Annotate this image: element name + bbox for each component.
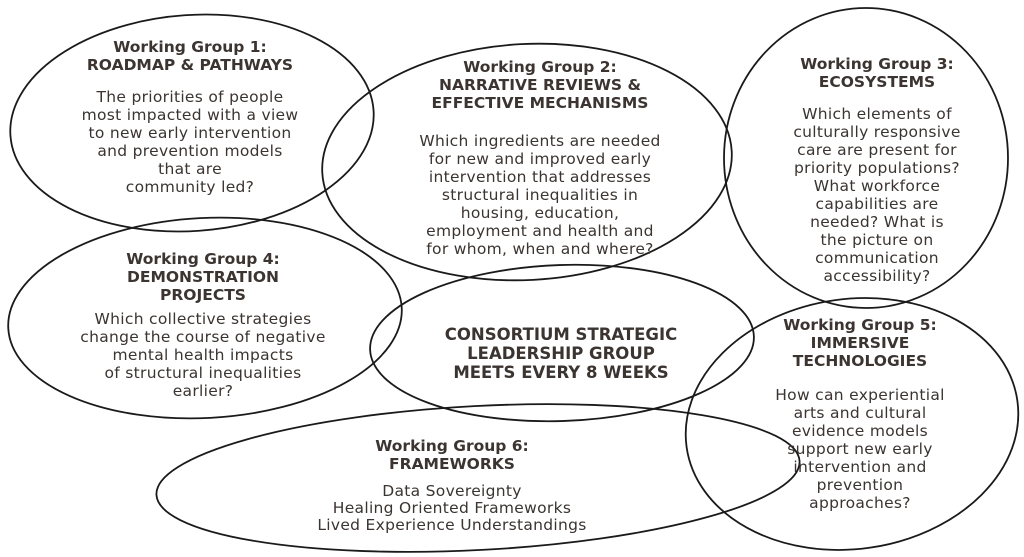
wg3-body-line: culturally responsive	[793, 123, 961, 141]
wg5-body-line: intervention and	[793, 458, 927, 476]
wg2-body-line: Which ingredients are needed	[419, 132, 661, 150]
wg6-subtitle: FRAMEWORKS	[389, 455, 515, 473]
consortium-group: CONSORTIUM STRATEGIC LEADERSHIP GROUP ME…	[445, 325, 677, 382]
wg1-body: The priorities of people most impacted w…	[82, 88, 299, 196]
consortium-line: LEADERSHIP GROUP	[467, 344, 655, 363]
wg5-body-line: approaches?	[809, 494, 911, 512]
wg5-body-line: arts and cultural	[793, 404, 927, 422]
wg2-body-line: housing, education,	[460, 204, 620, 222]
ellipse-wg2	[321, 42, 733, 282]
ellipse-wg5	[684, 297, 1020, 551]
wg5-body-line: prevention	[816, 476, 904, 494]
ellipse-wg3	[723, 7, 1009, 309]
wg2-body-line: employment and health and	[426, 222, 654, 240]
wg1-body-line: that are	[158, 160, 222, 178]
ellipse-consortium	[369, 263, 755, 423]
wg4-body-line: earlier?	[172, 382, 234, 400]
ellipse-wg4	[7, 216, 403, 420]
wg3-title: Working Group 3:	[800, 55, 954, 73]
wg4-body-line: mental health impacts	[112, 346, 294, 364]
working-group-3: Working Group 3: ECOSYSTEMS Which elemen…	[793, 55, 960, 285]
wg1-body-line: community led?	[125, 178, 255, 196]
wg5-body-line: How can experiential	[775, 386, 945, 404]
wg1-body-line: The priorities of people	[96, 88, 284, 106]
wg3-body-line: capabilities are	[815, 195, 939, 213]
working-group-6: Working Group 6: FRAMEWORKS Data Soverei…	[317, 437, 586, 534]
wg3-subtitle: ECOSYSTEMS	[818, 73, 936, 91]
working-group-4: Working Group 4: DEMONSTRATION PROJECTS …	[80, 250, 325, 400]
wg3-body-line: the picture on	[820, 231, 934, 249]
wg2-subtitle: NARRATIVE REVIEWS &	[438, 76, 641, 94]
wg4-subtitle: DEMONSTRATION	[127, 268, 279, 286]
wg1-subtitle: ROADMAP & PATHWAYS	[86, 56, 294, 74]
wg3-body-line: priority populations?	[794, 159, 960, 177]
wg5-title: Working Group 5:	[783, 316, 937, 334]
consortium-line: CONSORTIUM STRATEGIC	[444, 325, 678, 344]
wg3-body-line: care are present for	[797, 141, 957, 159]
wg3-body-line: accessibility?	[823, 267, 931, 285]
wg5-body: How can experiential arts and cultural e…	[775, 386, 945, 512]
wg4-body: Which collective strategies change the c…	[80, 310, 325, 400]
wg5-subtitle: TECHNOLOGIES	[792, 352, 928, 370]
wg1-body-line: to new early intervention	[88, 124, 292, 142]
wg6-body: Data Sovereignty Healing Oriented Framew…	[317, 483, 586, 534]
wg2-body-line: intervention that addresses	[428, 168, 652, 186]
consortium-line: MEETS EVERY 8 WEEKS	[453, 363, 669, 382]
working-group-1: Working Group 1: ROADMAP & PATHWAYS The …	[82, 38, 299, 196]
wg3-body-line: needed? What is	[810, 213, 944, 231]
wg3-body-line: Which elements of	[802, 105, 952, 123]
wg4-subtitle: PROJECTS	[160, 286, 246, 304]
wg3-body-line: communication	[815, 249, 939, 267]
wg6-body-line: Healing Oriented Frameworks	[332, 499, 572, 517]
wg3-body-line: What workforce	[813, 177, 941, 195]
wg2-body-line: for whom, when and where?	[426, 240, 654, 258]
wg2-subtitle: EFFECTIVE MECHANISMS	[431, 94, 649, 112]
wg4-body-line: change the course of negative	[80, 328, 326, 346]
wg6-title: Working Group 6:	[375, 437, 529, 455]
ellipse-wg1	[9, 13, 375, 233]
wg6-body-line: Lived Experience Understandings	[317, 516, 587, 534]
wg4-title: Working Group 4:	[126, 250, 280, 268]
wg2-body: Which ingredients are needed for new and…	[419, 132, 660, 258]
wg2-body-line: for new and improved early	[428, 150, 652, 168]
wg4-body-line: of structural inequalities	[104, 364, 302, 382]
wg5-body-line: support new early	[787, 440, 933, 458]
wg1-body-line: and prevention models	[97, 142, 283, 160]
wg1-body-line: most impacted with a view	[81, 106, 299, 124]
wg1-title: Working Group 1:	[113, 38, 267, 56]
working-group-5: Working Group 5: IMMERSIVE TECHNOLOGIES …	[775, 316, 945, 512]
wg2-title: Working Group 2:	[463, 58, 617, 76]
wg6-body-line: Data Sovereignty	[382, 482, 522, 500]
wg2-body-line: structural inequalities in	[441, 186, 639, 204]
wg5-body-line: evidence models	[791, 422, 929, 440]
wg3-body: Which elements of culturally responsive …	[793, 105, 960, 285]
wg5-subtitle: IMMERSIVE	[810, 334, 910, 352]
working-group-2: Working Group 2: NARRATIVE REVIEWS & EFF…	[419, 58, 660, 258]
wg4-body-line: Which collective strategies	[94, 310, 312, 328]
ellipse-wg6	[155, 403, 801, 553]
